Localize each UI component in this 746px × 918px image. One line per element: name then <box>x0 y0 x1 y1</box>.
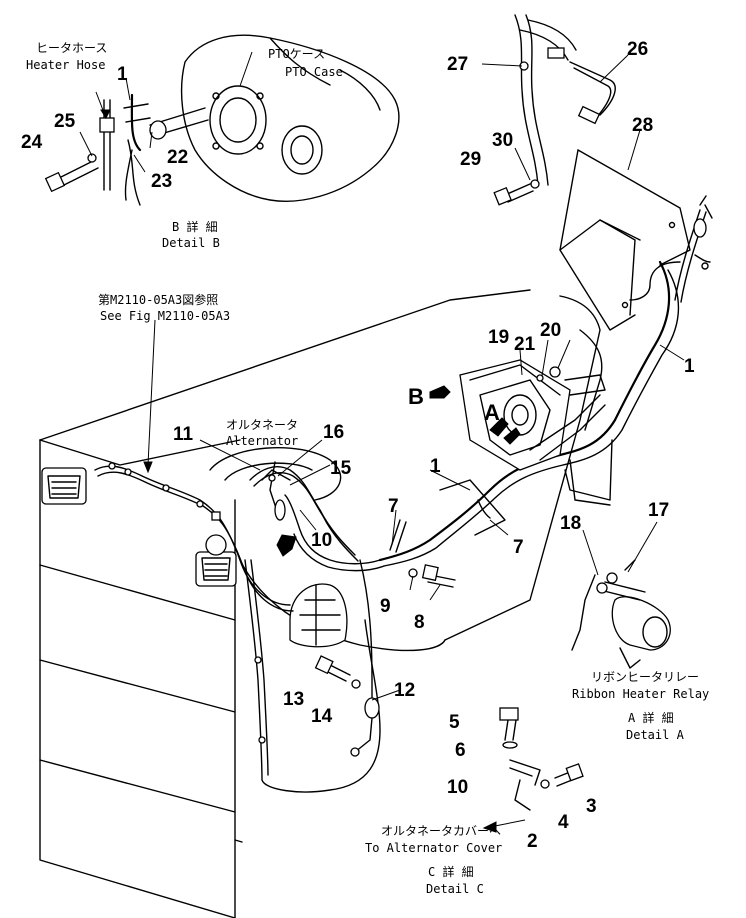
part-label-1c: 1 <box>430 456 441 477</box>
part-label-12: 12 <box>394 680 415 701</box>
part-label-17: 17 <box>648 500 669 521</box>
caption-alternator-jp: オルタネータ <box>226 418 298 432</box>
part-label-24: 24 <box>21 132 43 153</box>
caption-see-fig-jp: 第M2110-05A3図参照 <box>98 292 218 307</box>
leader-lines <box>143 319 685 701</box>
caption-detail-c-en: Detail C <box>426 882 484 896</box>
engine-block <box>39 260 680 918</box>
part-label-20: 20 <box>540 320 561 341</box>
part-label-7a: 7 <box>388 496 399 517</box>
part-label-2: 2 <box>527 831 538 852</box>
caption-detail-c-jp: C 詳 細 <box>428 864 474 879</box>
top-right-drawing <box>481 14 713 331</box>
view-marker-a: A <box>484 400 500 425</box>
part-label-8: 8 <box>414 612 425 633</box>
part-number-labels: 1 1 1 2 3 4 5 6 7 7 8 9 10 10 11 12 13 1… <box>21 39 695 852</box>
part-label-5: 5 <box>449 712 460 733</box>
part-label-11: 11 <box>173 424 194 445</box>
caption-detail-a-en: Detail A <box>626 728 685 742</box>
part-label-10a: 10 <box>311 530 332 551</box>
caption-ribbon-relay-jp: リボンヒータリレー <box>591 670 699 684</box>
part-label-9: 9 <box>380 596 391 617</box>
part-label-23: 23 <box>151 171 172 192</box>
part-label-30: 30 <box>492 130 513 151</box>
caption-detail-b-en: Detail B <box>162 236 220 250</box>
part-label-26: 26 <box>627 39 648 60</box>
view-marker-b: B <box>408 384 424 409</box>
part-label-13: 13 <box>283 689 304 710</box>
part-label-19: 19 <box>488 327 509 348</box>
caption-pto-case-en: PTO Case <box>285 65 343 79</box>
part-label-16: 16 <box>323 422 344 443</box>
detail-b-drawing <box>44 34 400 206</box>
captions: ヒータホース Heater Hose PTOケース PTO Case B 詳 細… <box>26 41 709 896</box>
part-label-14: 14 <box>311 706 333 727</box>
part-label-1b: 1 <box>117 64 128 85</box>
caption-alt-cover-en: To Alternator Cover <box>365 841 502 855</box>
part-label-28: 28 <box>632 115 653 136</box>
part-label-3: 3 <box>586 796 597 817</box>
detail-c-drawing <box>482 707 584 833</box>
caption-heater-hose-en: Heater Hose <box>26 58 105 72</box>
part-label-25: 25 <box>54 111 76 132</box>
caption-pto-case-jp: PTOケース <box>268 47 325 61</box>
detail-a-drawing <box>571 521 671 669</box>
caption-alt-cover-jp: オルタネータカバーへ <box>381 824 501 838</box>
part-label-21: 21 <box>514 334 536 355</box>
caption-ribbon-relay-en: Ribbon Heater Relay <box>572 687 709 701</box>
caption-alternator-en: Alternator <box>226 434 298 448</box>
caption-detail-a-jp: A 詳 細 <box>628 710 674 725</box>
caption-see-fig-en: See Fig M2110-05A3 <box>100 309 230 323</box>
part-label-27: 27 <box>447 54 468 75</box>
part-label-4: 4 <box>558 812 569 833</box>
part-label-29: 29 <box>460 149 481 170</box>
caption-detail-b-jp: B 詳 細 <box>172 219 218 234</box>
part-label-18: 18 <box>560 513 581 534</box>
part-label-22: 22 <box>167 147 188 168</box>
part-label-10b: 10 <box>447 777 468 798</box>
part-label-1a: 1 <box>684 356 695 377</box>
part-label-7b: 7 <box>513 537 524 558</box>
caption-heater-hose-jp: ヒータホース <box>36 41 107 55</box>
part-label-6: 6 <box>455 740 466 761</box>
part-label-15: 15 <box>330 458 352 479</box>
